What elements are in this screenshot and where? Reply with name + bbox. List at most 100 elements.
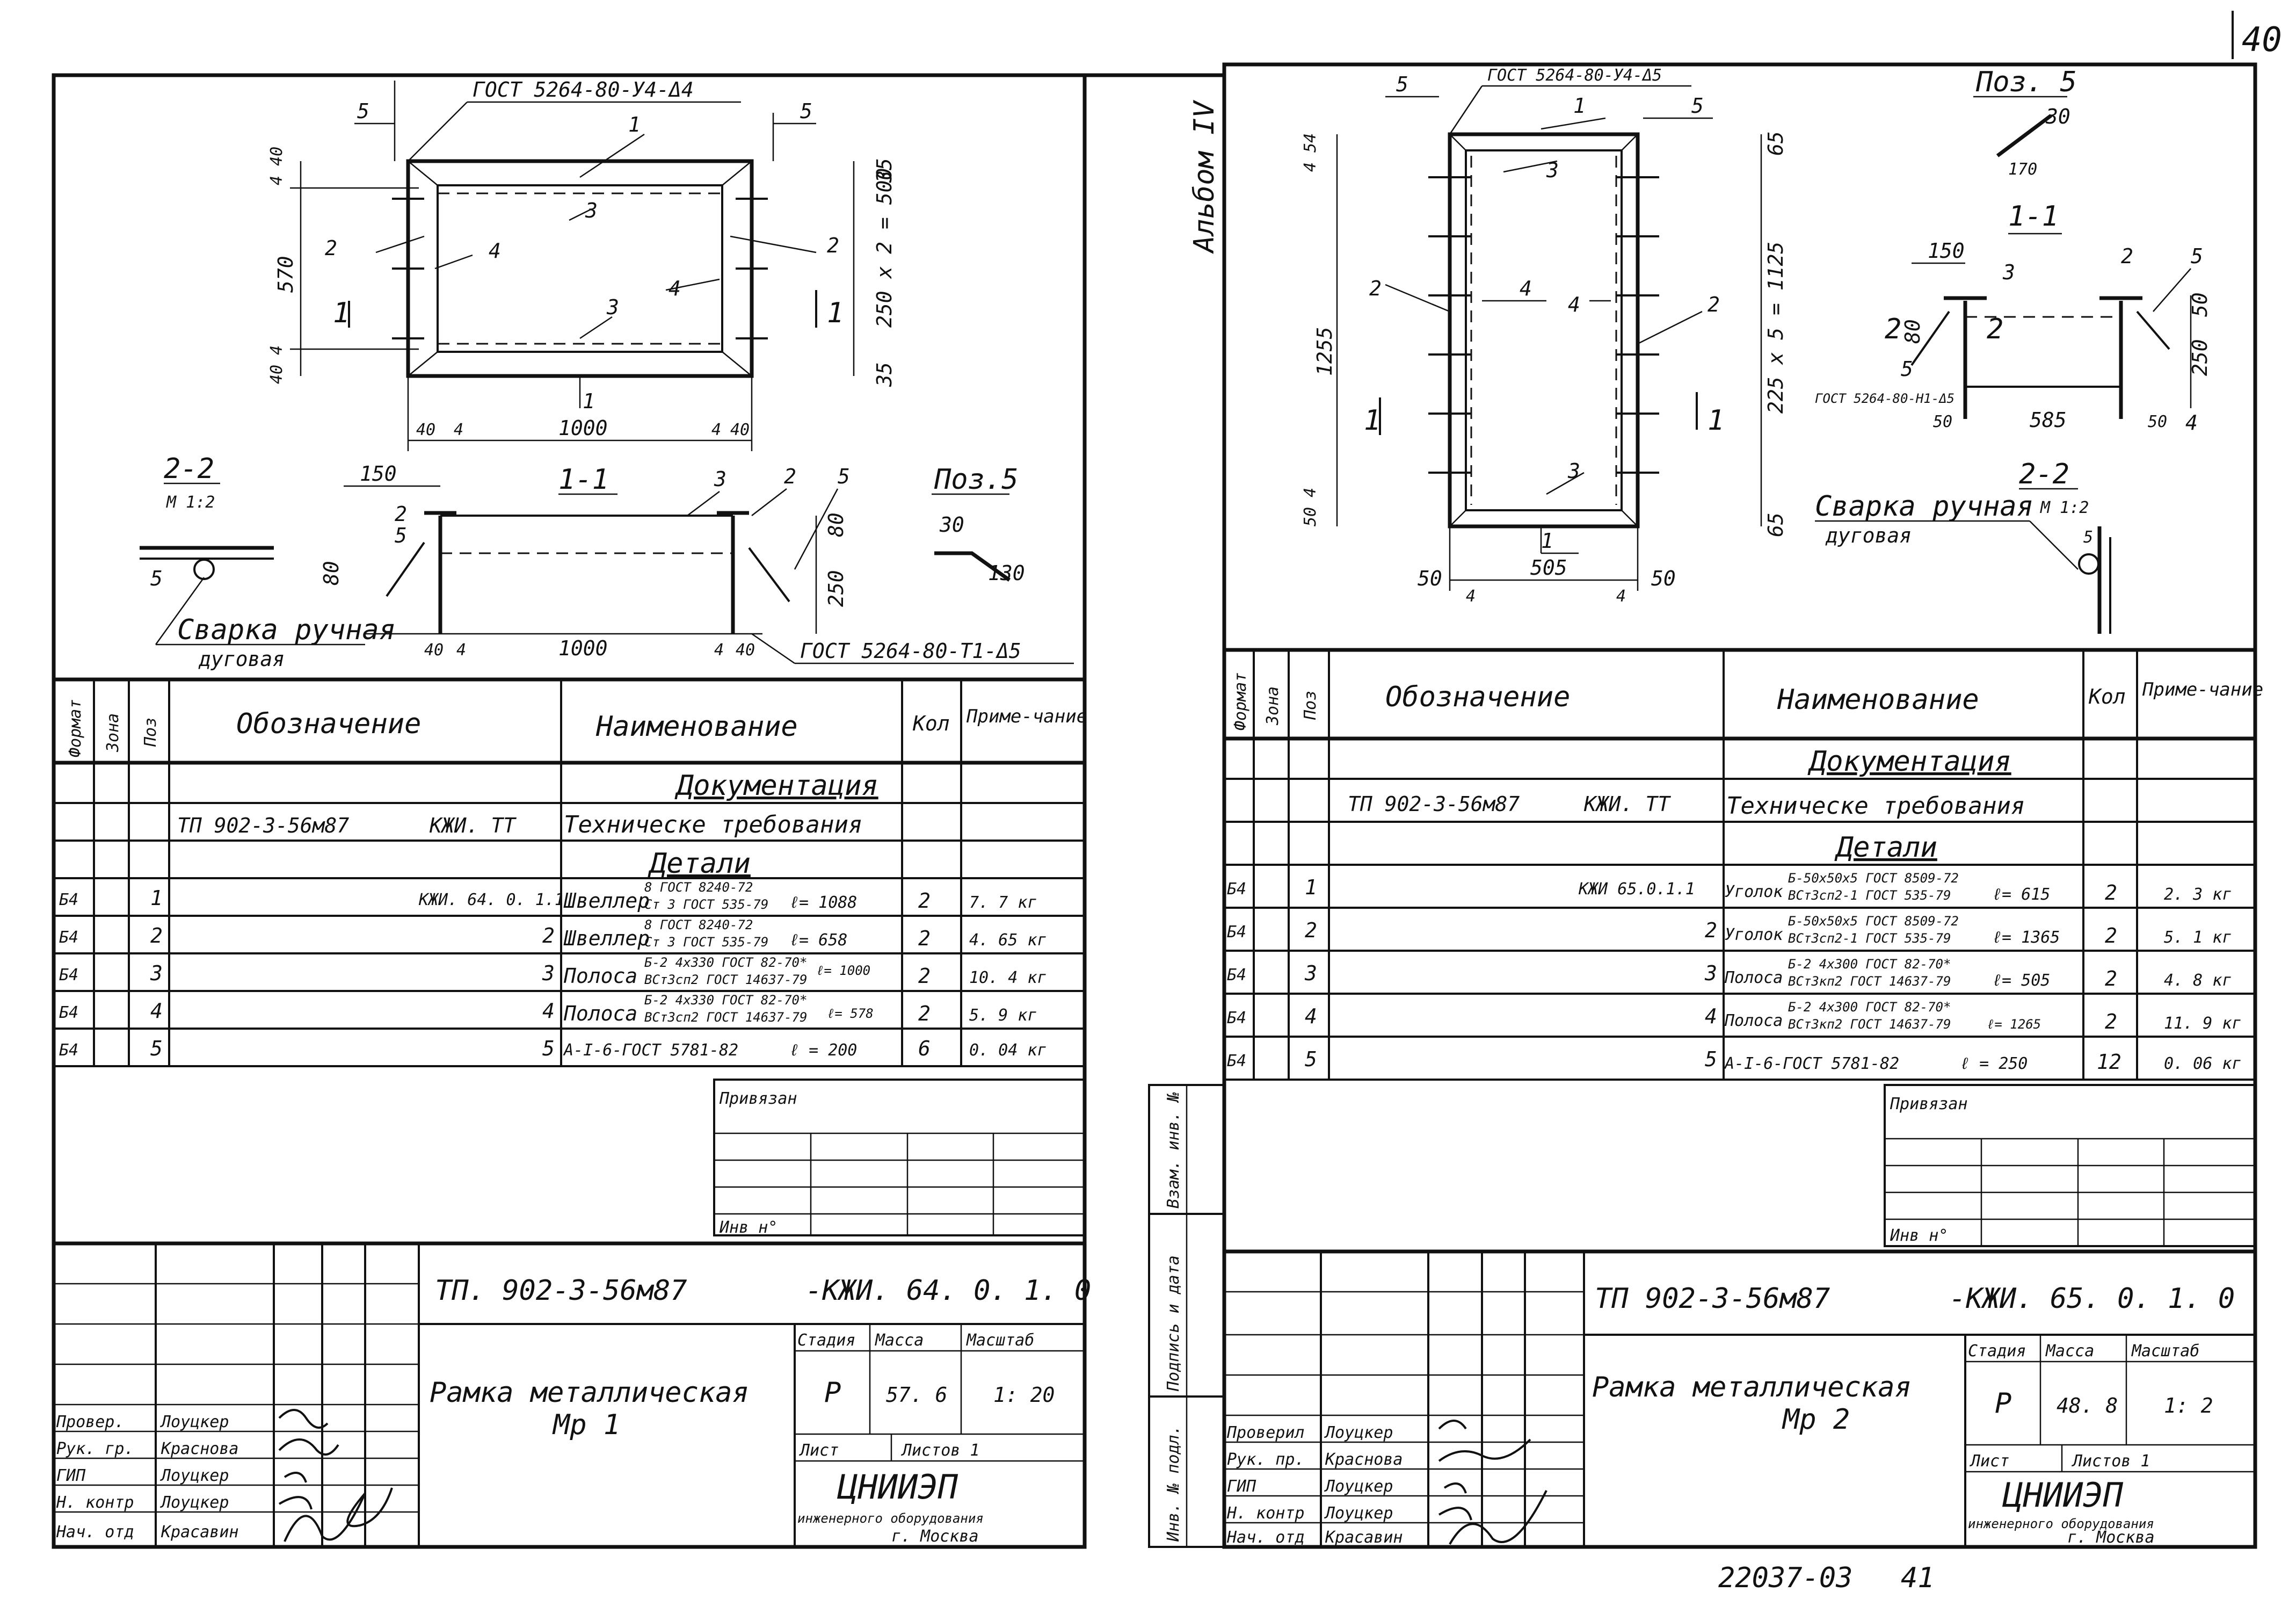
left-dim-150: 150 xyxy=(360,462,397,486)
svg-text:2: 2 xyxy=(1987,313,2003,345)
svg-text:5: 5 xyxy=(150,567,163,590)
right-doc-name: Техническе требования xyxy=(1726,792,2025,820)
svg-text:3: 3 xyxy=(1567,459,1580,483)
right-dim-504: 50 4 xyxy=(1301,488,1320,526)
sig-role-1: Проверил xyxy=(1226,1423,1305,1442)
svg-text:5: 5 xyxy=(395,524,407,547)
row-kol: 2 xyxy=(2105,967,2117,990)
row-prim: 4. 65 кг xyxy=(969,931,1047,950)
left-dim-35a: 35 xyxy=(873,158,896,183)
left-list-label: Лист xyxy=(798,1441,839,1460)
left-hdr-prim: Приме-чание xyxy=(966,706,1087,727)
row-prim: 4. 8 кг xyxy=(2164,971,2232,990)
right-massa-label: Масса xyxy=(2045,1342,2094,1361)
row-format: Б4 xyxy=(1227,1052,1246,1070)
row-gost-bot: ВСт3сп2 ГОСТ 14637-79 xyxy=(644,972,807,987)
right-hdr-poz: Поз xyxy=(1301,691,1320,720)
svg-text:4: 4 xyxy=(714,641,724,660)
left-poz5: Поз.5 xyxy=(934,464,1019,496)
row-format: Б4 xyxy=(1227,923,1246,942)
right-poz5-30: 30 xyxy=(2045,105,2070,128)
right-row-2: Б4 2 2 Уголок Б-50х50х5 ГОСТ 8509-72 ВСт… xyxy=(1227,914,2232,947)
svg-text:4: 4 xyxy=(711,421,721,439)
left-row-1: Б4 1 КЖИ. 64. 0. 1.1 Швеллер 8 ГОСТ 8240… xyxy=(59,880,1037,913)
svg-text:3: 3 xyxy=(714,467,726,491)
row-length: ℓ= 615 xyxy=(1992,885,2050,904)
left-listov-label: Листов 1 xyxy=(900,1441,980,1460)
row-kol: 2 xyxy=(918,889,931,913)
svg-text:40: 40 xyxy=(424,641,444,660)
svg-text:4: 4 xyxy=(489,239,501,263)
row-format: Б4 xyxy=(59,928,78,947)
row-kol: 2 xyxy=(2105,1010,2117,1033)
svg-text:2: 2 xyxy=(784,465,796,488)
left-kzh: -КЖИ. 64. 0. 1. 0 xyxy=(805,1275,1091,1307)
right-row-3: Б4 3 3 Полоса Б-2 4х300 ГОСТ 82-70* ВСт3… xyxy=(1227,957,2232,990)
row-prim: 10. 4 кг xyxy=(969,968,1047,987)
row-oboznach: 4 xyxy=(1705,1004,1717,1028)
sig-name-4: Лоуцкер xyxy=(159,1493,229,1512)
sig-role-5: Нач. отд xyxy=(1226,1528,1305,1547)
left-hdr-format: Формат xyxy=(66,699,85,757)
left-drawing: 1 3 2 4 2 4 3 1 ГОСТ 5264-80-У4-Δ4 5 5 1… xyxy=(140,78,1074,671)
svg-text:2: 2 xyxy=(2121,244,2133,268)
right-drawing: ГОСТ 5264-80-У4-Δ5 1 3 2 4 4 2 3 1 5 5 1… xyxy=(1301,66,2212,634)
sig-role-4: Н. контр xyxy=(56,1493,134,1512)
svg-text:50: 50 xyxy=(2188,292,2212,317)
row-poz: 5 xyxy=(150,1037,163,1060)
svg-text:4: 4 xyxy=(2185,411,2198,435)
row-gost-bot: Ст 3 ГОСТ 535-79 xyxy=(644,897,768,912)
sig-role-4: Н. контр xyxy=(1226,1504,1305,1523)
svg-text:5: 5 xyxy=(838,465,850,488)
left-doc-code: ТП 902-3-56м87 xyxy=(177,814,349,837)
svg-text:2: 2 xyxy=(1369,277,1382,300)
sig-name-5: Красавин xyxy=(1325,1528,1403,1547)
row-kol: 2 xyxy=(2105,881,2117,905)
right-sheet-frame xyxy=(1222,62,2257,1549)
right-dim-585: 585 xyxy=(2030,408,2067,432)
right-dim-250: 250 xyxy=(2188,339,2212,376)
left-dim-250x2: 250 x 2 = 500 xyxy=(873,168,896,328)
left-dim-1000: 1000 xyxy=(558,416,608,440)
right-section-22: 2-2 xyxy=(2019,458,2069,490)
right-dim-65a: 65 xyxy=(1764,131,1788,156)
row-poz: 4 xyxy=(150,999,163,1023)
row-oboznach: 3 xyxy=(1704,961,1717,985)
row-name: А-I-6-ГОСТ 5781-82 xyxy=(1724,1054,1899,1073)
row-gost-top: Б-2 4х330 ГОСТ 82-70* xyxy=(644,993,807,1008)
row-gost-top: 8 ГОСТ 8240-72 xyxy=(644,880,753,895)
row-poz: 2 xyxy=(150,924,163,947)
right-doc-section: Документация xyxy=(1807,746,2011,778)
row-kol: 6 xyxy=(918,1037,931,1060)
right-poz5: Поз. 5 xyxy=(1975,66,2077,98)
left-masshtab-label: Масштаб xyxy=(966,1331,1034,1350)
row-length: ℓ= 1365 xyxy=(1992,928,2060,947)
right-hdr-kol: Кол xyxy=(2088,685,2126,708)
row-prim: 11. 9 кг xyxy=(2164,1014,2242,1033)
right-title: Рамка металлическая xyxy=(1592,1371,1912,1403)
svg-text:1: 1 xyxy=(333,297,350,329)
left-hdr-naimen: Наименование xyxy=(595,711,798,743)
right-mark: Мр 2 xyxy=(1782,1403,1850,1436)
left-hdr-oboznach: Обозначение xyxy=(236,708,421,740)
left-hdr-kol: Кол xyxy=(912,712,950,735)
sig-name-3: Лоуцкер xyxy=(159,1466,229,1485)
row-name: Швеллер xyxy=(563,927,650,950)
svg-text:4: 4 xyxy=(1568,293,1580,316)
right-dim-225x5: 225 x 5 = 1125 xyxy=(1764,242,1788,414)
left-dim-80: 80 xyxy=(319,561,343,585)
svg-text:35: 35 xyxy=(873,362,896,387)
row-kol: 12 xyxy=(2097,1050,2121,1074)
left-gost-bottom: ГОСТ 5264-80-Т1-Δ5 xyxy=(800,639,1021,663)
left-row-4: Б4 4 4 Полоса Б-2 4х330 ГОСТ 82-70* ВСт3… xyxy=(59,993,1037,1025)
svg-text:3: 3 xyxy=(606,295,619,319)
left-poz5-30: 30 xyxy=(939,513,964,537)
svg-text:50: 50 xyxy=(1651,567,1676,590)
svg-text:4: 4 xyxy=(1466,587,1476,606)
row-prim: 2. 3 кг xyxy=(2164,885,2232,904)
row-oboznach: 2 xyxy=(542,924,555,947)
row-kol: 2 xyxy=(918,1002,931,1025)
svg-text:2: 2 xyxy=(1885,313,1901,345)
right-scale-22: М 1:2 xyxy=(2040,498,2089,517)
svg-text:4 40: 4 40 xyxy=(267,147,286,185)
